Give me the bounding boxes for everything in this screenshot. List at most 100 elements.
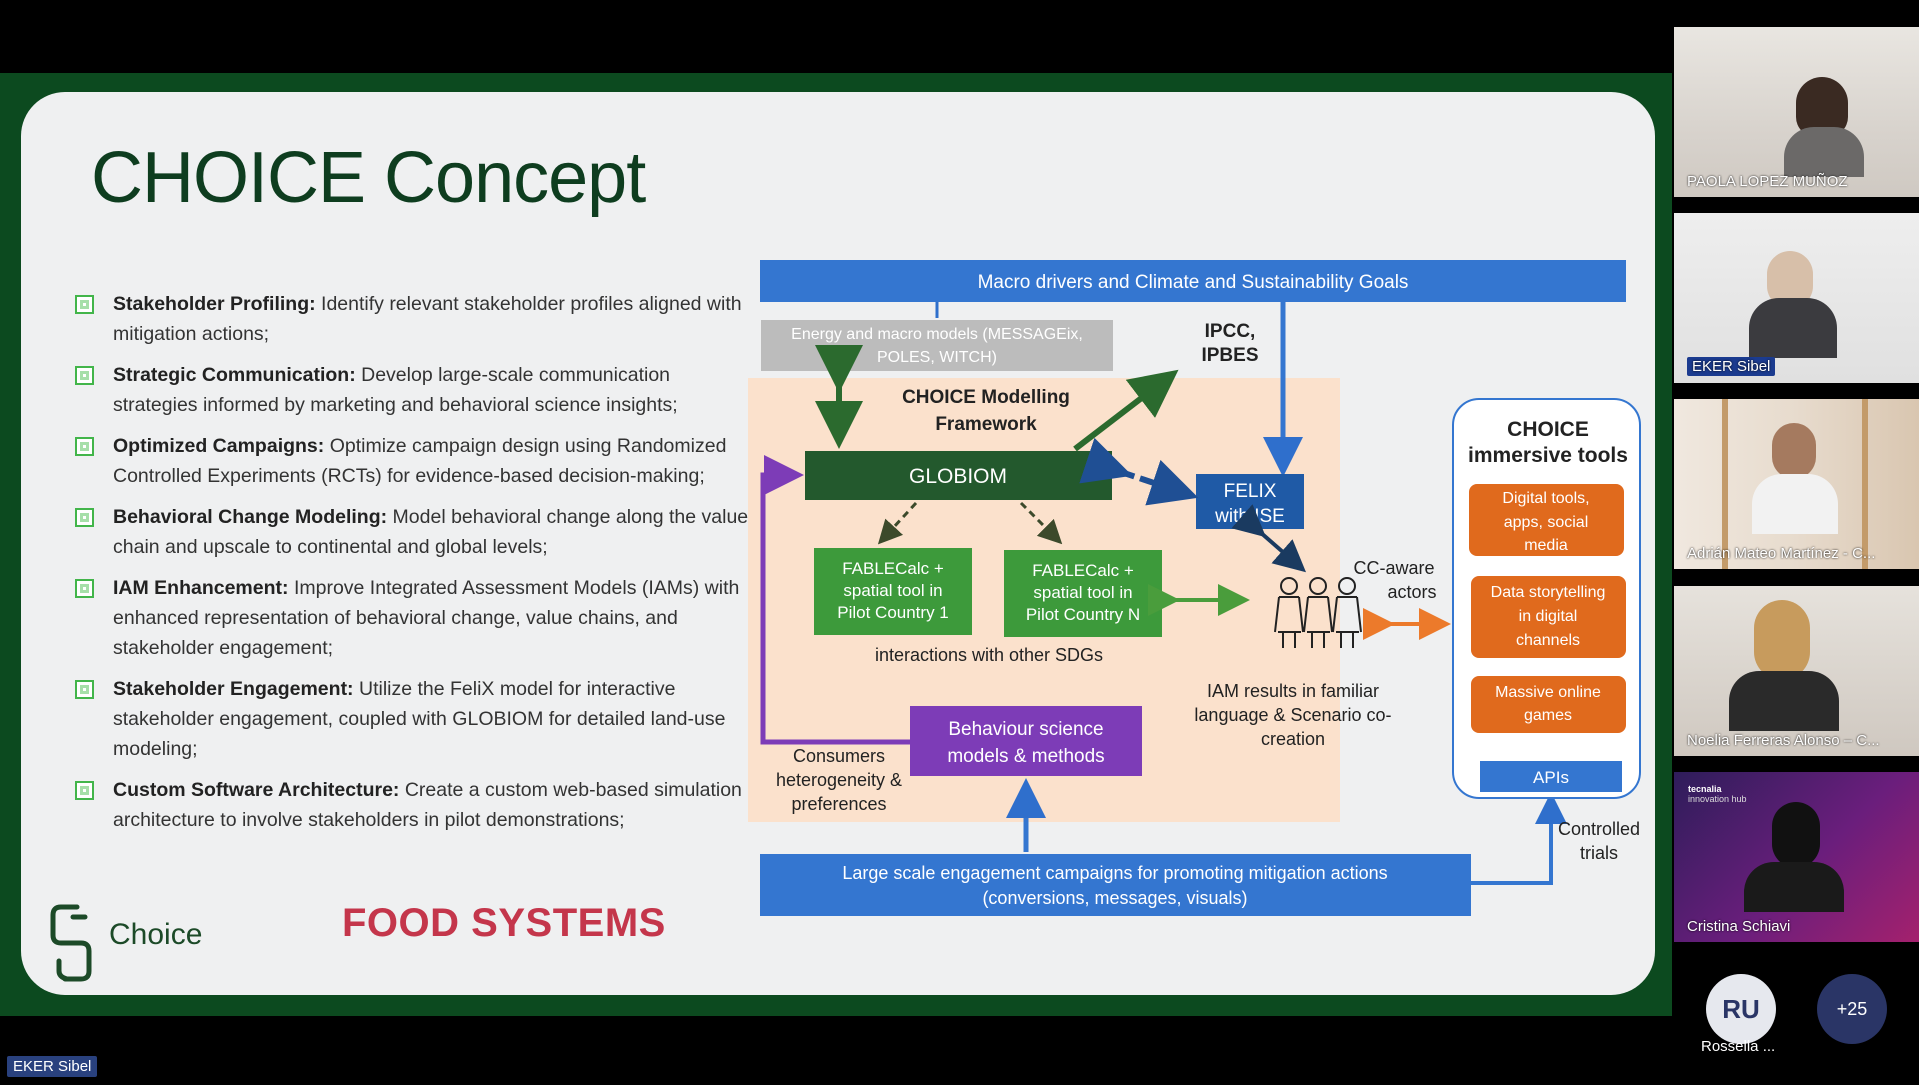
bullet-item: Custom Software Architecture: Create a c… <box>49 775 749 835</box>
cc-aware-label: actors <box>1387 582 1436 602</box>
logo-text: Choice <box>109 918 203 951</box>
tool-digital-label: apps, social <box>1504 514 1589 531</box>
checkbox-bullet-icon <box>75 366 94 385</box>
energy-models-label: POLES, WITCH) <box>877 349 997 366</box>
iam-results-label: IAM results in familiar <box>1207 681 1379 701</box>
tool-digital-label: Digital tools, <box>1502 490 1589 507</box>
immersive-tools-title: CHOICE <box>1507 418 1589 441</box>
apis-label: APIs <box>1533 768 1569 787</box>
participant-tile[interactable]: Noelia Ferreras Alonso – C... <box>1674 586 1919 756</box>
presenter-name-badge: EKER Sibel <box>7 1056 98 1077</box>
fable-countryN-label: Pilot Country N <box>1026 605 1140 624</box>
globiom-fableN-arrow <box>1019 501 1063 545</box>
bullet-heading: Behavioral Change Modeling: <box>113 506 388 528</box>
tool-games-label: Massive online <box>1495 684 1601 701</box>
energy-models-label: Energy and macro models (MESSAGEix, <box>791 326 1083 343</box>
fable-country1-label: Pilot Country 1 <box>837 603 949 622</box>
tool-storytelling-label: channels <box>1516 632 1580 649</box>
presentation-slide: CHOICE Concept Stakeholder Profiling: Id… <box>21 92 1655 995</box>
participant-tile[interactable]: PAOLA LOPEZ MUÑOZ <box>1674 27 1919 197</box>
felix-label: FELIX <box>1224 481 1277 502</box>
bullet-heading: Custom Software Architecture: <box>113 779 400 801</box>
framework-label: Framework <box>935 414 1037 435</box>
participant-avatar[interactable]: RU <box>1706 974 1776 1044</box>
globiom-felix-arrow <box>1079 437 1199 506</box>
participant-video <box>1784 127 1864 177</box>
participant-video <box>1729 671 1839 731</box>
bullet-item: Strategic Communication: Develop large-s… <box>49 360 749 420</box>
globiom-label: GLOBIOM <box>909 465 1007 488</box>
tecnalia-logo: tecnalia <box>1688 784 1722 794</box>
checkbox-bullet-icon <box>75 508 94 527</box>
globiom-ipcc-arrow <box>1073 369 1179 452</box>
framework-label: CHOICE Modelling <box>902 387 1070 408</box>
participant-name: EKER Sibel <box>1687 357 1776 376</box>
sdgs-label: interactions with other SDGs <box>875 645 1103 665</box>
fable-country1-label: FABLECalc + <box>842 559 944 578</box>
slide-title: CHOICE Concept <box>91 138 646 218</box>
bullet-heading: Strategic Communication: <box>113 364 356 386</box>
iam-results-label: language & Scenario co- <box>1194 705 1391 725</box>
consumers-label: preferences <box>791 794 886 814</box>
participant-video <box>1752 474 1838 534</box>
more-participants-button[interactable]: +25 <box>1817 974 1887 1044</box>
consumers-label: Consumers <box>793 746 885 766</box>
tool-digital-label: media <box>1524 537 1568 554</box>
participant-video <box>1754 600 1810 680</box>
bullet-text: Develop large-scale communication strate… <box>113 364 678 416</box>
checkbox-bullet-icon <box>75 295 94 314</box>
participant-name: Noelia Ferreras Alonso – C... <box>1687 732 1880 749</box>
macro-drivers-bar <box>760 260 1626 302</box>
participant-video <box>1722 399 1728 569</box>
checkbox-bullet-icon <box>75 579 94 598</box>
checkbox-bullet-icon <box>75 781 94 800</box>
bullet-item: Behavioral Change Modeling: Model behavi… <box>49 502 749 562</box>
participant-name: Adrián Mateo Martínez - C... <box>1687 545 1876 562</box>
tool-storytelling-label: in digital <box>1519 608 1578 625</box>
campaign-label: (conversions, messages, visuals) <box>982 888 1247 908</box>
fable-countryN-label: FABLECalc + <box>1032 561 1134 580</box>
bullet-item: Optimized Campaigns: Optimize campaign d… <box>49 431 749 491</box>
iam-results-label: creation <box>1261 729 1325 749</box>
immersive-tools-title: immersive tools <box>1468 444 1628 467</box>
cc-aware-label: CC-aware <box>1353 558 1434 578</box>
participant-name: Cristina Schiavi <box>1687 918 1791 935</box>
participant-video <box>1772 802 1820 868</box>
tool-storytelling-label: Data storytelling <box>1491 584 1606 601</box>
participant-video <box>1772 423 1816 479</box>
participant-tile[interactable]: EKER Sibel <box>1674 213 1919 383</box>
bullet-text: Model behavioral change along the value … <box>113 506 749 558</box>
bullet-heading: IAM Enhancement: <box>113 577 289 599</box>
ipcc-label: IPBES <box>1201 345 1258 366</box>
behaviour-science-box <box>910 706 1142 776</box>
checkbox-bullet-icon <box>75 437 94 456</box>
tecnalia-logo: innovation hub <box>1688 794 1747 804</box>
bullet-item: Stakeholder Engagement: Utilize the Feli… <box>49 674 749 764</box>
controlled-trials-label: Controlled <box>1558 819 1640 839</box>
felix-label: with ISE <box>1214 506 1285 527</box>
bullet-heading: Optimized Campaigns: <box>113 435 325 457</box>
choice-logo-icon <box>50 904 92 982</box>
fable-country1-label: spatial tool in <box>843 581 942 600</box>
campaign-bar <box>760 854 1471 916</box>
bullet-item: IAM Enhancement: Improve Integrated Asse… <box>49 573 749 663</box>
campaign-apis-arrow <box>1471 792 1567 885</box>
participant-tile[interactable]: tecnalia innovation hub Cristina Schiavi <box>1674 772 1919 942</box>
avatar-name: Rossella ... <box>1701 1038 1776 1055</box>
bullet-text: Optimize campaign design using Randomize… <box>113 435 727 487</box>
participant-tile[interactable]: Adrián Mateo Martínez - C... <box>1674 399 1919 569</box>
globiom-fable1-arrow <box>877 501 918 545</box>
behaviour-globiom-arrow <box>760 455 910 745</box>
choice-diagram: Macro drivers and Climate and Sustainabi… <box>748 260 1641 916</box>
tool-digital-box <box>1469 484 1624 556</box>
participant-video <box>1862 399 1868 569</box>
bullet-text: Create a custom web-based simulation arc… <box>113 779 742 831</box>
bullet-text: Identify relevant stakeholder profiles a… <box>113 293 742 345</box>
food-systems-label: FOOD SYSTEMS <box>342 901 666 945</box>
macro-drivers-label: Macro drivers and Climate and Sustainabi… <box>978 272 1409 293</box>
participant-video <box>1749 298 1837 358</box>
bullet-heading: Stakeholder Engagement: <box>113 678 354 700</box>
fable-country1-box <box>814 548 972 635</box>
behaviour-science-label: Behaviour science <box>948 719 1103 740</box>
fable-countryN-box <box>1004 550 1162 637</box>
